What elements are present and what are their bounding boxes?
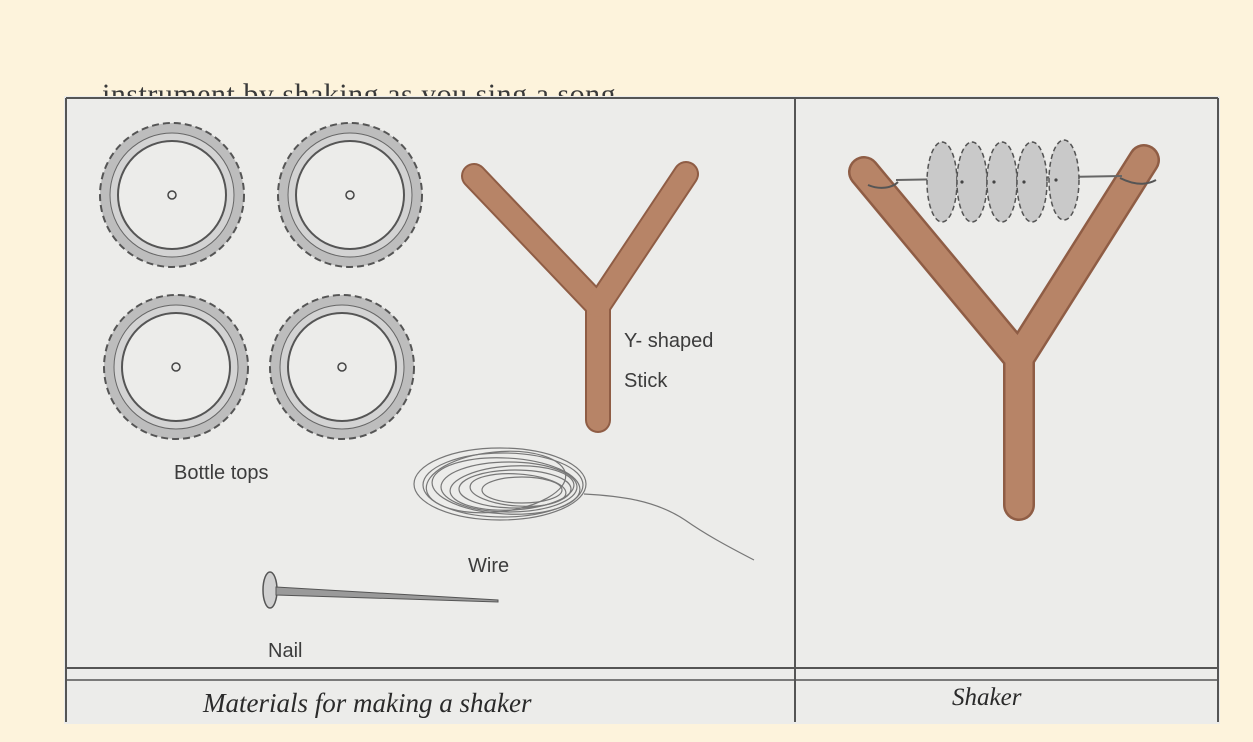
label-wire: Wire [468,555,509,578]
caption-shaker: Shaker [952,684,1021,712]
bottle-top-1 [100,123,244,267]
bottle-top-4 [270,295,414,439]
label-stick: Stick [624,370,667,393]
caption-materials: Materials for making a shaker [203,688,531,719]
label-nail: Nail [268,640,302,663]
bottle-top-3 [104,295,248,439]
label-bottle-tops: Bottle tops [174,462,269,485]
wire-coil [414,445,754,560]
shaker-bottle-tops [927,140,1079,222]
bottle-top-2 [278,123,422,267]
nail [263,572,498,608]
label-y-shaped: Y- shaped [624,330,713,353]
